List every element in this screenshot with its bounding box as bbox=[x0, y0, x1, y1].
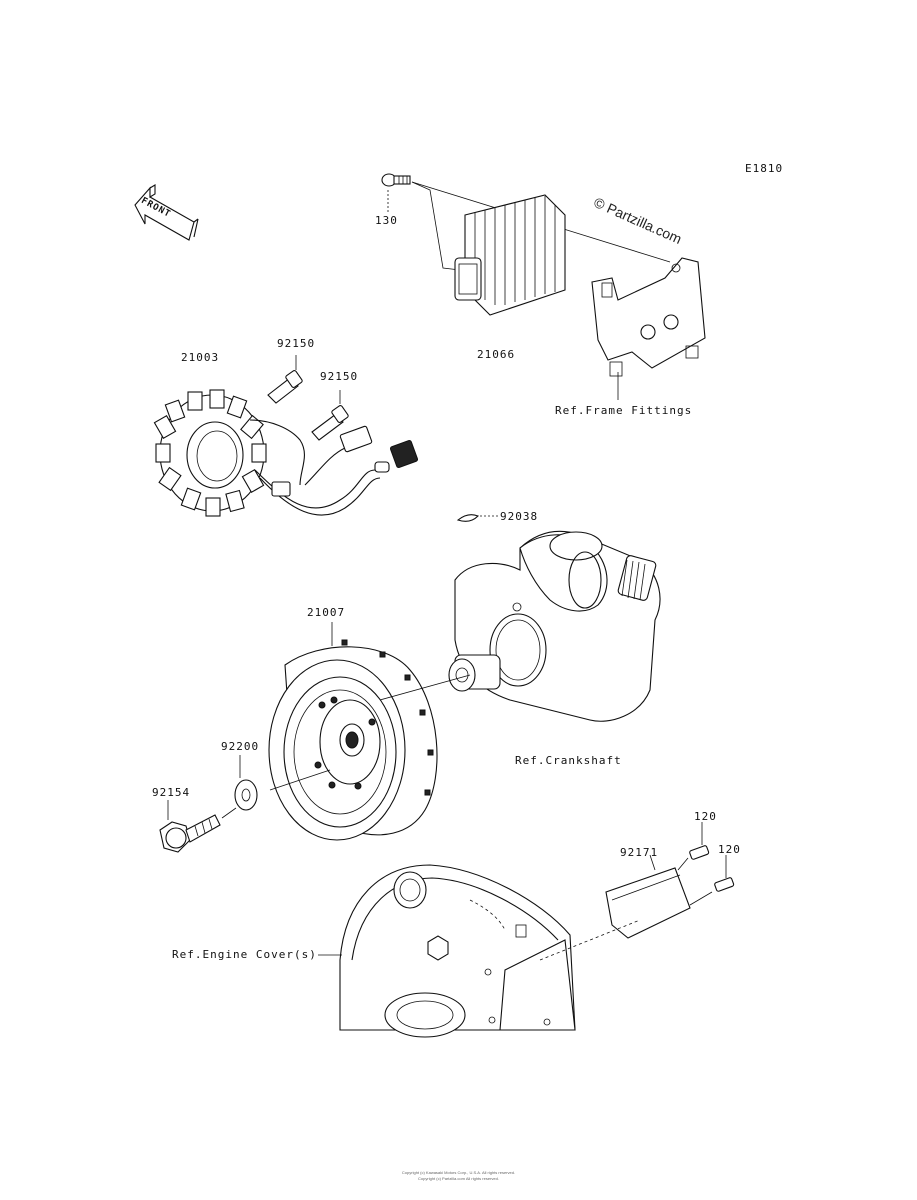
footer-copyright-2: Copyright (c) Partzilla.com All rights r… bbox=[418, 1176, 499, 1181]
key-92038-icon bbox=[456, 514, 479, 522]
bolt-92150a-icon bbox=[267, 370, 303, 404]
bolt-92150b-icon bbox=[311, 405, 349, 441]
footer-copyright-1: Copyright (c) Kawasaki Motors Corp., U.S… bbox=[401, 1170, 516, 1175]
stator-21003-icon bbox=[153, 389, 267, 517]
regulator-rectifier-21066-icon bbox=[454, 194, 566, 316]
ref-engine-cover-label: Ref.Engine Cover(s) bbox=[172, 948, 317, 961]
part-92038-label: 92038 bbox=[500, 510, 539, 523]
part-21003-label: 21003 bbox=[181, 351, 220, 364]
ref-frame-fittings-label: Ref.Frame Fittings bbox=[555, 404, 693, 417]
frame-bracket-icon bbox=[591, 257, 706, 377]
part-92200-label: 92200 bbox=[221, 740, 260, 753]
part-92150b-label: 92150 bbox=[320, 370, 359, 383]
part-92154-label: 92154 bbox=[152, 786, 191, 799]
part-120b-label: 120 bbox=[718, 843, 741, 856]
plate-92171-icon bbox=[605, 867, 691, 939]
engine-cover-icon bbox=[339, 864, 576, 1038]
crankshaft-icon bbox=[448, 530, 661, 722]
part-130-label: 130 bbox=[375, 214, 398, 227]
part-21007-label: 21007 bbox=[307, 606, 346, 619]
ref-crankshaft-label: Ref.Crankshaft bbox=[515, 754, 622, 767]
part-120a-label: 120 bbox=[694, 810, 717, 823]
part-21066-label: 21066 bbox=[477, 348, 516, 361]
front-arrow-icon bbox=[134, 184, 199, 241]
rotor-21007-icon bbox=[268, 639, 438, 841]
diagram-code: E1810 bbox=[745, 162, 784, 175]
part-92171-label: 92171 bbox=[620, 846, 659, 859]
part-92150a-label: 92150 bbox=[277, 337, 316, 350]
washer-92200-icon bbox=[234, 779, 258, 811]
bolt-130-icon bbox=[381, 173, 411, 187]
stator-wiring-icon bbox=[249, 419, 419, 516]
bolt-92154-icon bbox=[159, 814, 221, 853]
bolt-120b-icon bbox=[689, 877, 735, 906]
bolt-120a-icon bbox=[677, 845, 710, 871]
